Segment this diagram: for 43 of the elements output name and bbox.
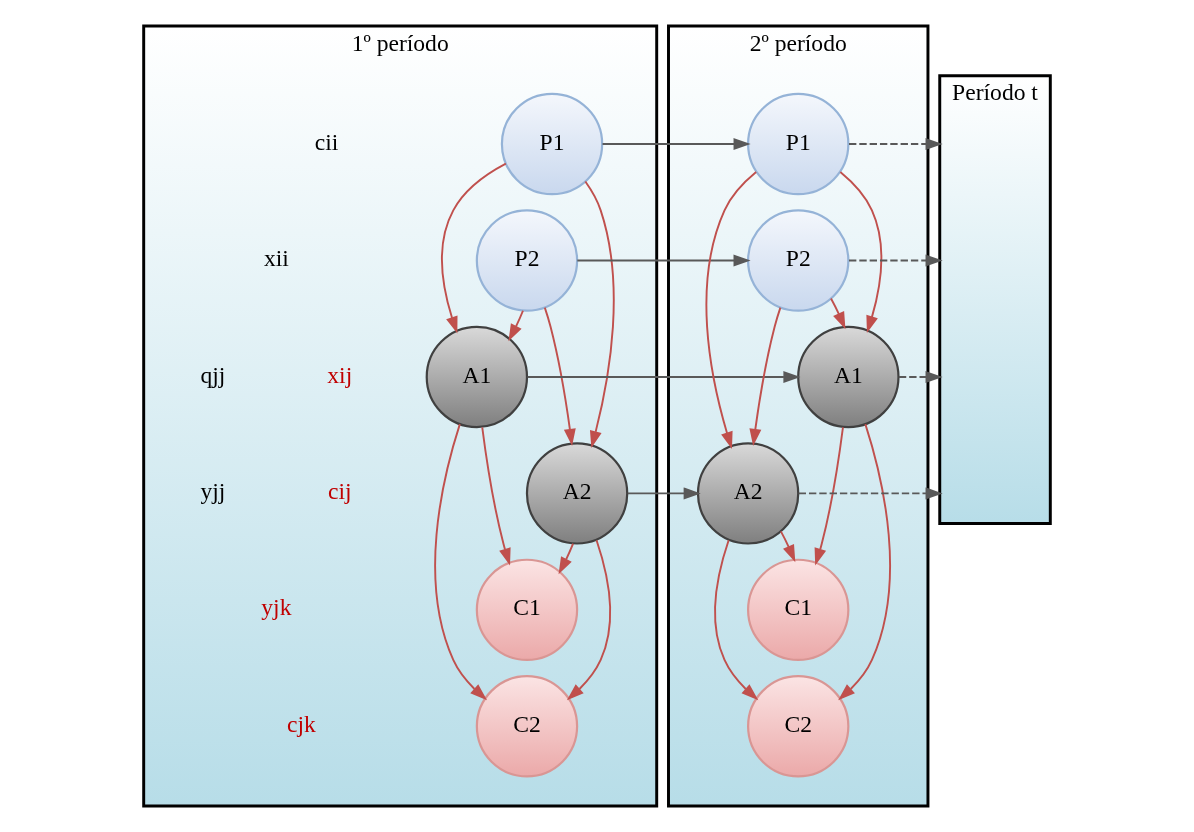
arrow (508, 309, 524, 342)
arrow (434, 423, 488, 701)
arrow (481, 426, 511, 566)
node-circle: A1 (797, 325, 900, 429)
node-circle: C2 (747, 675, 850, 778)
arrow (830, 297, 846, 330)
arrow (558, 542, 575, 575)
node-circle: C1 (747, 558, 850, 662)
arrow (897, 370, 943, 383)
arrow (601, 138, 751, 150)
label: cii (314, 128, 339, 155)
arrow (797, 487, 943, 500)
node-box: Período t (938, 74, 1052, 525)
label: cij (327, 478, 352, 504)
label: xii (263, 245, 289, 272)
arrow (814, 426, 844, 566)
arrow (779, 530, 796, 563)
arrow (705, 171, 758, 449)
node-circle: A2 (525, 442, 629, 545)
label: xij (327, 361, 353, 388)
arrow (848, 138, 943, 150)
arrow (838, 423, 891, 701)
node-circle: P2 (747, 209, 850, 312)
arrow (714, 539, 759, 701)
arrow (626, 487, 701, 500)
label: yjk (261, 594, 292, 621)
arrow (566, 539, 611, 701)
arrow (543, 306, 576, 446)
arrow (584, 180, 615, 449)
arrow (839, 171, 883, 333)
arrow (749, 306, 782, 446)
arrow (441, 162, 507, 334)
node-circle: P1 (500, 92, 604, 196)
node-circle: C2 (475, 675, 579, 778)
label: yjj (200, 478, 226, 504)
label: cjk (287, 710, 316, 737)
arrow (848, 254, 943, 267)
arrow (526, 370, 801, 383)
node-circle: P2 (475, 209, 579, 312)
label: qjj (200, 361, 226, 388)
node-circle: P1 (747, 92, 850, 196)
node-circle: A2 (696, 442, 800, 545)
arrow (576, 254, 751, 267)
